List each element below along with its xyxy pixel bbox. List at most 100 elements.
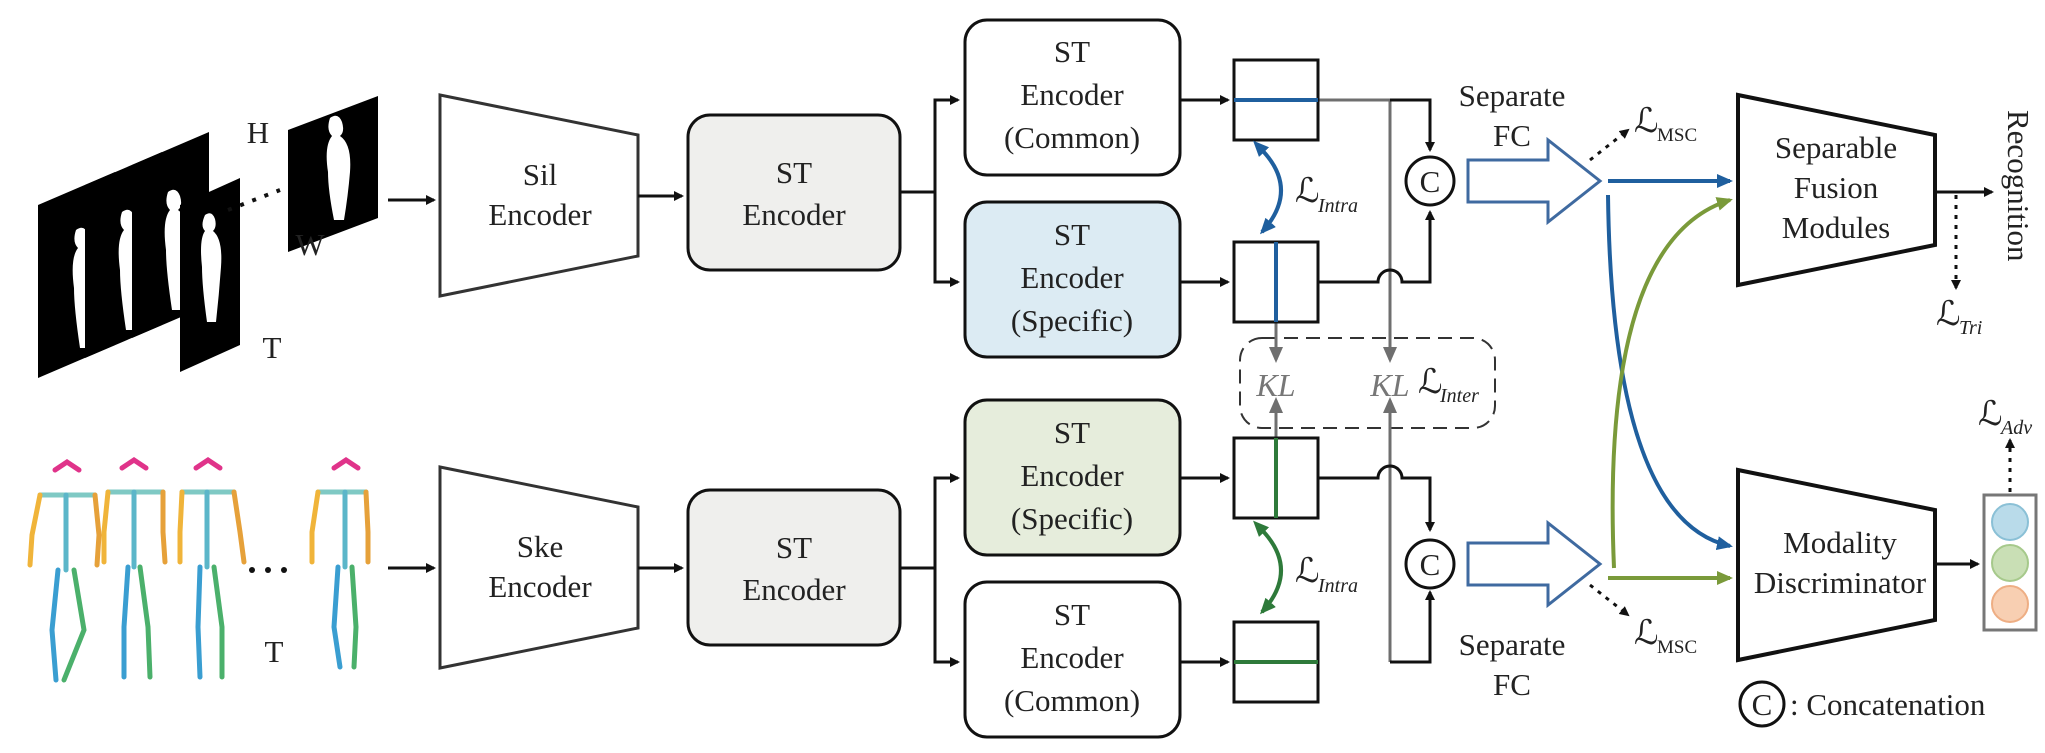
- skeleton-frame: [101, 456, 168, 680]
- loss-intra-top: ℒ Intra: [1295, 173, 1358, 217]
- recognition-label: Recognition: [2001, 110, 2036, 262]
- legend-text: : Concatenation: [1790, 687, 1986, 722]
- arrow-common-top-to-kl: [1318, 98, 1397, 363]
- loss-inter-sub: Inter: [1439, 385, 1479, 407]
- st-common-top-line3: (Common): [1004, 120, 1140, 155]
- arrow-to-concat-top-b: [1318, 210, 1435, 284]
- loss-intra-bottom: ℒ Intra: [1295, 553, 1358, 597]
- st-specific-bottom-line3: (Specific): [1011, 501, 1133, 536]
- kl-right: KL: [1369, 367, 1409, 403]
- label-t-sil: T: [263, 330, 282, 365]
- separate-fc-arrow-top: [1466, 136, 1603, 226]
- silhouette-sequence: H W T: [38, 96, 378, 378]
- silhouette-frame: [288, 96, 378, 252]
- msc-arrow-bottom: [1589, 583, 1630, 617]
- flow-ske-to-fusion: [1610, 197, 1733, 569]
- st-encoder-sil-line1: ST: [776, 155, 812, 190]
- loss-adv-sub: Adv: [1999, 417, 2032, 439]
- loss-intra-bottom-script: ℒ: [1295, 553, 1320, 590]
- separate-fc-top-line2: FC: [1493, 118, 1531, 153]
- loss-inter-script: ℒ: [1418, 364, 1443, 401]
- concat-top-label: C: [1420, 164, 1441, 199]
- st-common-top-line2: Encoder: [1020, 77, 1124, 112]
- sil-encoder: [438, 93, 640, 298]
- st-encoder-common-sil: [963, 18, 1182, 177]
- msc-arrow-top: [1589, 128, 1630, 162]
- arrow-to-concat-bottom-a: [1318, 464, 1435, 532]
- concat-circle-bottom: [1404, 538, 1456, 590]
- discriminator-line2: Discriminator: [1754, 565, 1927, 600]
- output-circle-orange: [1991, 585, 2029, 623]
- label-w: W: [295, 227, 325, 262]
- st-encoder-ske: [686, 488, 902, 647]
- intra-arrow-ske: [1253, 520, 1283, 615]
- loss-inter: ℒ Inter: [1418, 364, 1479, 407]
- separate-fc-bottom-line1: Separate: [1459, 627, 1566, 662]
- skeleton-frame: [309, 456, 371, 670]
- loss-msc-top-sub: MSC: [1657, 125, 1697, 146]
- st-specific-bottom-line2: Encoder: [1020, 458, 1124, 493]
- st-common-bottom-line2: Encoder: [1020, 640, 1124, 675]
- loss-intra-bottom-sub: Intra: [1317, 575, 1358, 597]
- arrow-to-concat-bottom-b: [1390, 590, 1435, 664]
- ske-encoder-line1: Ske: [517, 529, 564, 564]
- st-common-bottom-line3: (Common): [1004, 683, 1140, 718]
- st-common-bottom-line1: ST: [1054, 597, 1090, 632]
- st-specific-top-line3: (Specific): [1011, 303, 1133, 338]
- loss-tri-script: ℒ: [1936, 296, 1961, 333]
- kl-left: KL: [1255, 367, 1295, 403]
- loss-msc-bottom-sub: MSC: [1657, 637, 1697, 658]
- skeleton-frame: [177, 456, 247, 680]
- st-encoder-ske-line2: Encoder: [742, 572, 846, 607]
- arrow-to-specific-top: [933, 192, 960, 287]
- arrow-to-specific-bottom: [900, 473, 960, 570]
- skeleton-frame: [27, 458, 102, 683]
- loss-tri-sub: Tri: [1959, 317, 1982, 339]
- separate-fc-arrow-bottom: [1466, 519, 1603, 609]
- separable-fusion-modules: [1736, 92, 1937, 288]
- ske-encoder-line2: Encoder: [488, 569, 592, 604]
- ellipsis-dots: [227, 188, 281, 212]
- output-circle-blue: [1991, 503, 2029, 541]
- loss-intra-top-script: ℒ: [1295, 173, 1320, 210]
- loss-msc-top-script: ℒ: [1634, 103, 1659, 140]
- loss-msc-top: ℒ MSC: [1634, 103, 1697, 146]
- st-specific-top-line1: ST: [1054, 217, 1090, 252]
- st-encoder-sil: [686, 113, 902, 272]
- legend: C : Concatenation: [1738, 680, 1986, 728]
- legend-concat-symbol: C: [1752, 687, 1773, 722]
- inter-loss-region: [1239, 337, 1496, 429]
- arrow-to-common-bottom: [933, 568, 960, 667]
- st-encoder-common-ske: [963, 580, 1182, 739]
- output-circle-green: [1991, 544, 2029, 582]
- arrow-to-common-top: [900, 95, 960, 194]
- arrow-to-concat-top-a: [1390, 98, 1435, 152]
- st-encoder-specific-sil: [963, 200, 1182, 359]
- concat-bottom-label: C: [1420, 547, 1441, 582]
- st-common-top-line1: ST: [1054, 34, 1090, 69]
- skeleton-sequence: T: [27, 456, 371, 683]
- label-t-ske: T: [265, 634, 284, 669]
- loss-adv-script: ℒ: [1978, 396, 2003, 433]
- ske-encoder: [438, 465, 640, 670]
- ellipsis-dot: [281, 567, 287, 573]
- st-encoder-sil-line2: Encoder: [742, 197, 846, 232]
- flow-sil-to-discriminator: [1606, 194, 1733, 551]
- st-encoder-ske-line1: ST: [776, 530, 812, 565]
- fusion-line2: Fusion: [1794, 170, 1879, 205]
- st-specific-top-line2: Encoder: [1020, 260, 1124, 295]
- fusion-line3: Modules: [1782, 210, 1891, 245]
- st-specific-bottom-line1: ST: [1054, 415, 1090, 450]
- loss-intra-top-sub: Intra: [1317, 195, 1358, 217]
- legend-concat-circle: [1738, 680, 1786, 728]
- loss-adv: ℒ Adv: [1978, 396, 2032, 439]
- loss-msc-bottom: ℒ MSC: [1634, 615, 1697, 658]
- silhouette-frame: [180, 178, 240, 372]
- ellipsis-dot: [265, 567, 271, 573]
- separate-fc-top-line1: Separate: [1459, 78, 1566, 113]
- concat-circle-top: [1404, 155, 1456, 207]
- ellipsis-dot: [249, 567, 255, 573]
- loss-tri: ℒ Tri: [1936, 296, 1982, 339]
- separate-fc-bottom-line2: FC: [1493, 667, 1531, 702]
- sil-encoder-line2: Encoder: [488, 197, 592, 232]
